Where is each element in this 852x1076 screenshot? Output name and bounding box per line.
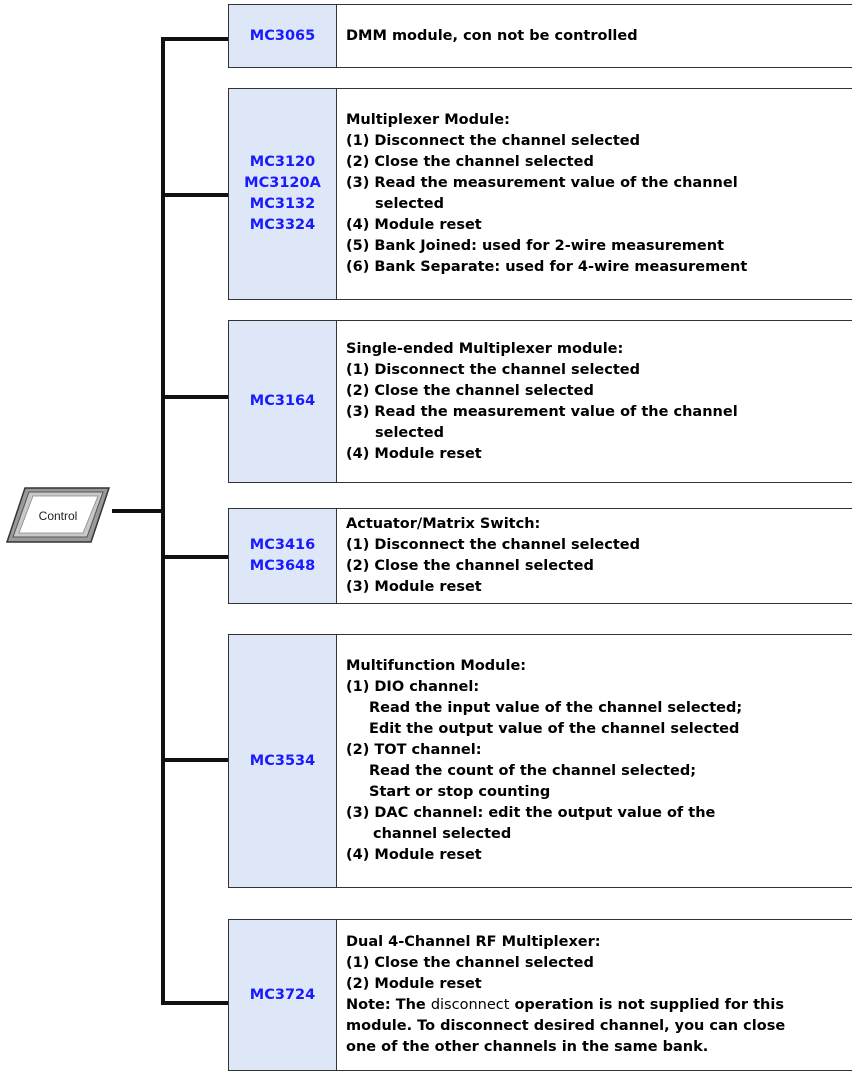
module-code: MC3648 (249, 558, 316, 574)
branch-line-mc3416 (161, 555, 229, 559)
module-code: MC3416 (249, 537, 316, 553)
desc-line: (1) Close the channel selected (346, 955, 594, 971)
module-box-mc3416: MC3416 MC3648 Actuator/Matrix Switch: (1… (228, 508, 852, 604)
desc-line: selected (375, 424, 445, 441)
module-description: Actuator/Matrix Switch: (1) Disconnect t… (337, 509, 852, 603)
tree-trunk-line (161, 37, 165, 1004)
note-prefix: Note: The (346, 997, 431, 1013)
module-codes: MC3534 (229, 635, 337, 887)
desc-line: Read the count of the channel selected; (369, 763, 696, 779)
desc-line: (2) Close the channel selected (346, 382, 594, 399)
desc-line: Start or stop counting (369, 784, 551, 800)
module-description: Multifunction Module: (1) DIO channel: R… (337, 635, 852, 887)
module-box-mc3164: MC3164 Single-ended Multiplexer module: … (228, 320, 852, 483)
module-codes: MC3164 (229, 321, 337, 482)
desc-title: Multiplexer Module: (346, 112, 510, 128)
note-line: Note: The disconnect operation is not su… (346, 995, 852, 1016)
desc-line: (6) Bank Separate: used for 4-wire measu… (346, 259, 748, 275)
note-suffix: operation is not supplied for this (509, 997, 784, 1013)
desc-line: (3) Read the measurement value of the ch… (346, 175, 738, 191)
desc-line: Read the input value of the channel sele… (369, 700, 743, 716)
control-key-label: Control (39, 509, 78, 523)
module-box-mc3724: MC3724 Dual 4-Channel RF Multiplexer: (1… (228, 919, 852, 1071)
desc-line: (5) Bank Joined: used for 2-wire measure… (346, 238, 725, 254)
module-code: MC3324 (249, 217, 316, 233)
note-line: one of the other channels in the same ba… (346, 1039, 709, 1055)
desc-title: Actuator/Matrix Switch: (346, 516, 541, 532)
desc-line: (2) TOT channel: (346, 742, 482, 758)
desc-title: Multifunction Module: (346, 658, 527, 674)
desc-line: (2) Close the channel selected (346, 154, 594, 170)
desc-title: Dual 4-Channel RF Multiplexer: (346, 934, 601, 950)
module-description: Single-ended Multiplexer module: (1) Dis… (337, 321, 852, 482)
desc-line: channel selected (373, 826, 512, 842)
branch-line-mc3120 (161, 193, 229, 197)
note-keyword: disconnect (430, 997, 510, 1013)
module-codes: MC3065 (229, 5, 337, 67)
desc-line: (1) Disconnect the channel selected (346, 361, 640, 378)
module-code: MC3120 (249, 154, 316, 170)
module-description: Multiplexer Module: (1) Disconnect the c… (337, 89, 852, 299)
desc-line: (2) Close the channel selected (346, 558, 594, 574)
note-line: module. To disconnect desired channel, y… (346, 1018, 786, 1034)
desc-line: (3) DAC channel: edit the output value o… (346, 805, 716, 821)
desc-line: DMM module, con not be controlled (346, 27, 638, 44)
desc-line: (4) Module reset (346, 847, 482, 863)
branch-line-mc3724 (161, 1001, 229, 1005)
desc-line: (1) DIO channel: (346, 679, 480, 695)
module-codes: MC3120 MC3120A MC3132 MC3324 (229, 89, 337, 299)
module-description: Dual 4-Channel RF Multiplexer: (1) Close… (337, 920, 852, 1070)
module-description: DMM module, con not be controlled (337, 5, 852, 67)
module-code: MC3132 (249, 196, 316, 212)
control-connector-line (112, 509, 163, 513)
desc-line: (4) Module reset (346, 445, 482, 462)
desc-line: (4) Module reset (346, 217, 482, 233)
desc-line: (2) Module reset (346, 976, 482, 992)
branch-line-mc3065 (161, 37, 229, 41)
desc-title: Single-ended Multiplexer module: (346, 340, 624, 357)
desc-line: (1) Disconnect the channel selected (346, 537, 640, 553)
module-code: MC3534 (249, 752, 316, 769)
module-box-mc3534: MC3534 Multifunction Module: (1) DIO cha… (228, 634, 852, 888)
branch-line-mc3534 (161, 758, 229, 762)
module-code: MC3120A (244, 175, 321, 191)
desc-line: selected (375, 196, 445, 212)
desc-line: (1) Disconnect the channel selected (346, 133, 640, 149)
module-code: MC3724 (249, 986, 316, 1003)
module-box-mc3065: MC3065 DMM module, con not be controlled (228, 4, 852, 68)
module-box-mc3120: MC3120 MC3120A MC3132 MC3324 Multiplexer… (228, 88, 852, 300)
module-code: MC3065 (249, 27, 316, 44)
desc-line: (3) Module reset (346, 579, 482, 595)
control-key-icon: Control (3, 484, 115, 546)
module-codes: MC3416 MC3648 (229, 509, 337, 603)
branch-line-mc3164 (161, 395, 229, 399)
module-codes: MC3724 (229, 920, 337, 1070)
desc-line: Edit the output value of the channel sel… (369, 721, 740, 737)
desc-line: (3) Read the measurement value of the ch… (346, 403, 738, 420)
module-code: MC3164 (249, 393, 316, 409)
